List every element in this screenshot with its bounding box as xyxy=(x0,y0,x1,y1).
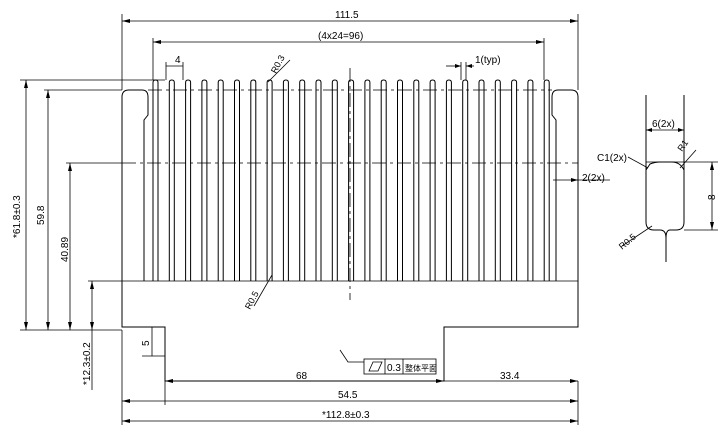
dim-root-radius: R0.5 xyxy=(243,274,273,311)
dim-root-radius-label: R0.5 xyxy=(243,289,261,310)
dim-height-mid: 59.8 xyxy=(36,89,122,330)
flatness-symbol-icon xyxy=(368,361,383,372)
dim-bottom-68: 68 xyxy=(165,371,444,383)
fin xyxy=(445,79,452,281)
fin xyxy=(185,79,192,281)
fin xyxy=(315,79,322,281)
dim-side-groove-label: 2(2x) xyxy=(582,173,605,184)
dim-side-groove: 2(2x) xyxy=(553,173,610,184)
dim-overall-top-label: 111.5 xyxy=(335,10,359,21)
dim-bottom-54-5-label: 54.5 xyxy=(338,390,358,401)
dim-fin-gap: 4 xyxy=(165,55,184,80)
dim-bottom-33-4: 33.4 xyxy=(444,371,578,383)
fin xyxy=(364,79,371,281)
dim-height-base: *12.3±0.2 xyxy=(82,280,122,390)
fin xyxy=(299,79,306,281)
fin xyxy=(511,79,518,281)
dim-fin-gap-label: 4 xyxy=(175,55,181,66)
detail-chamfer-label: C1(2x) xyxy=(597,153,627,164)
fin xyxy=(413,79,420,281)
fin xyxy=(478,79,485,281)
dim-bottom-overall: *112.8±0.3 xyxy=(122,410,578,423)
dim-fin-span: (4x24=96) xyxy=(152,31,545,80)
dim-height-total: *61.8±0.3 xyxy=(12,79,165,331)
fin xyxy=(543,79,550,281)
dim-height-inner: 40.89 xyxy=(60,162,122,330)
dim-overall-top: 111.5 xyxy=(121,10,579,90)
dim-bottom-overall-label: *112.8±0.3 xyxy=(322,410,370,421)
detail-radius-bottom-label: R0.5 xyxy=(617,232,638,252)
dim-bottom-33-4-label: 33.4 xyxy=(500,371,520,382)
fin xyxy=(331,79,338,281)
detail-height-label: 8 xyxy=(707,194,718,200)
dim-height-total-label: *61.8±0.3 xyxy=(12,195,23,238)
dim-base-step: 5 xyxy=(141,326,165,357)
dim-height-base-label: *12.3±0.2 xyxy=(82,342,93,385)
fin xyxy=(152,79,159,281)
flatness-callout: 0.3 整体平面 xyxy=(339,349,437,375)
dim-fin-radius-top-label: R0.3 xyxy=(269,53,287,74)
dim-height-inner-label: 40.89 xyxy=(60,237,71,262)
fin xyxy=(201,79,208,281)
dim-base-step-label: 5 xyxy=(141,340,152,346)
dim-fin-thickness: 1(typ) xyxy=(446,55,501,80)
fin xyxy=(429,79,436,281)
flatness-note: 整体平面 xyxy=(405,363,437,373)
detail-view: 6(2x) C1(2x) R1 8 R0.5 xyxy=(597,95,718,262)
dim-bottom-68-label: 68 xyxy=(296,371,308,382)
fin xyxy=(397,79,403,281)
fin xyxy=(462,79,469,281)
fin xyxy=(250,79,257,281)
fin xyxy=(217,79,224,281)
dim-height-mid-label: 59.8 xyxy=(36,205,47,225)
detail-width-label: 6(2x) xyxy=(652,119,675,130)
fin xyxy=(527,79,534,281)
dim-fin-thickness-label: 1(typ) xyxy=(475,55,501,66)
heatsink-outline xyxy=(121,79,579,382)
dim-fin-radius-top: R0.3 xyxy=(267,53,291,83)
fin xyxy=(282,79,289,281)
dim-fin-span-label: (4x24=96) xyxy=(318,31,363,42)
fin xyxy=(380,79,387,281)
detail-radius-top-label: R1 xyxy=(675,138,690,153)
fin xyxy=(234,79,240,281)
fin-group xyxy=(152,79,550,281)
fin xyxy=(348,79,355,281)
flatness-value: 0.3 xyxy=(387,363,401,374)
fin xyxy=(266,79,273,281)
fin xyxy=(168,79,175,281)
dim-bottom-54-5: 54.5 xyxy=(121,330,579,425)
fin xyxy=(494,79,501,281)
